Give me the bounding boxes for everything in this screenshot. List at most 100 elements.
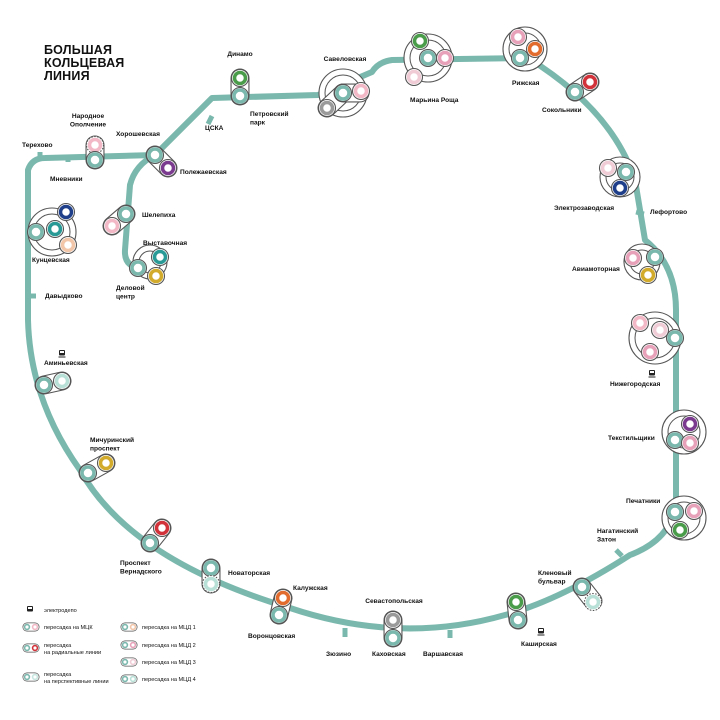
label-kuntsevskaya: Кунцевская: [32, 257, 70, 264]
station-kakhovskaya[interactable]: [383, 628, 403, 648]
station-klenovy[interactable]: [572, 577, 592, 597]
transfer-vyst-teal: [150, 247, 170, 267]
label-cska: ЦСКА: [205, 125, 224, 132]
label-kakhovskaya: Каховская: [372, 651, 406, 658]
label-dinamo: Динамо: [227, 51, 252, 58]
transfer-rizh-orange: [525, 39, 545, 59]
legend-label-depot: электродепо: [44, 608, 77, 614]
ring-line: [25, 55, 679, 638]
station-savelovskaya[interactable]: [333, 83, 353, 103]
transfer-vyst-yellow: [146, 266, 166, 286]
transfer-rizh-mcd2: [508, 27, 528, 47]
transfer-klen-mcd4: [583, 592, 603, 612]
station-narodnoe[interactable]: [85, 150, 105, 170]
transfer-shelep-mck: [102, 216, 122, 236]
label-nizhegorodskaya: Нижегородская: [610, 381, 660, 388]
transfer-elek-blue: [610, 178, 630, 198]
station-novatorskaya[interactable]: [201, 558, 221, 578]
station-vorontsovskaya[interactable]: [269, 605, 289, 625]
transfer-sav-grey: [317, 98, 337, 118]
transfer-kunts-mcd1: [58, 235, 78, 255]
label-pechatniki: Печатники: [626, 498, 660, 505]
station-tick: [614, 548, 624, 558]
label-rizhskaya: Рижская: [512, 80, 540, 87]
transfer-kunts-blue: [56, 202, 76, 222]
transfer-kakh-grey: [383, 610, 403, 630]
station-kashirskaya[interactable]: [508, 610, 528, 630]
transfer-kunts-teal: [45, 219, 65, 239]
label-varshavskaya: Варшавская: [423, 651, 463, 658]
station-michurinsky[interactable]: [78, 463, 98, 483]
station-nizhegorodskaya[interactable]: [665, 328, 685, 348]
transfer-pech-mcd2: [684, 501, 704, 521]
station-tick: [635, 209, 645, 217]
label-lefortovo: Лефортово: [650, 209, 687, 216]
legend-item-mck: пересадка на МЦК: [22, 622, 93, 632]
station-pechatniki[interactable]: [665, 502, 685, 522]
transfer-dinamo-green: [230, 68, 250, 88]
transfer-tekst-mcd2: [680, 433, 700, 453]
legend-label-mcd1: пересадка на МЦД 1: [142, 625, 196, 631]
label-shelepikha: Шелепиха: [142, 212, 176, 219]
label-zyuzino: Зюзино: [326, 651, 351, 658]
map-title: БОЛЬШАЯ КОЛЬЦЕВАЯ ЛИНИЯ: [44, 43, 125, 83]
label-vorontsovskaya: Воронцовская: [248, 633, 295, 640]
station-rizhskaya[interactable]: [510, 48, 530, 68]
transfer-narodnoe-mck: [85, 135, 105, 155]
station-vernadskogo[interactable]: [140, 533, 160, 553]
transfer-hubs: [27, 26, 707, 648]
label-davydkovo: Давыдково: [45, 293, 82, 300]
legend-item-depot: электродепо: [27, 606, 77, 614]
transfer-amin-mcd4: [52, 371, 72, 391]
label-mnevniki: Мневники: [50, 176, 83, 183]
label-terekhovo: Терехово: [22, 142, 53, 149]
transfer-nizh-mcd2: [640, 342, 660, 362]
label-polezhaevskaya: Полежаевская: [180, 169, 227, 176]
label-savelovskaya: Савеловская: [324, 56, 367, 63]
stations: [26, 27, 704, 648]
transfer-mar-green: [410, 31, 430, 51]
station-shelepikha[interactable]: [116, 204, 136, 224]
legend-item-mcd4: пересадка на МЦД 4: [120, 674, 196, 684]
legend-item-mcd2: пересадка на МЦД 2: [120, 640, 196, 650]
station-sokolniki[interactable]: [565, 82, 585, 102]
label-khoroshevskaya: Хорошевская: [116, 131, 160, 138]
label-elektrozavodskaya: Электрозаводская: [554, 205, 614, 212]
station-khoroshevskaya[interactable]: [145, 145, 165, 165]
label-tekstilshchiki: Текстильщики: [608, 435, 655, 442]
transfer-polezh-purple: [158, 158, 178, 178]
station-delovoy[interactable]: [128, 258, 148, 278]
legend-item-mcd1: пересадка на МЦД 1: [120, 622, 196, 632]
legend-label-mcd3: пересадка на МЦД 3: [142, 660, 196, 666]
transfer-tekst-purple: [680, 414, 700, 434]
transfer-elek-mcd3: [598, 158, 618, 178]
transfer-pech-green: [670, 520, 690, 540]
station-elektrozavodskaya[interactable]: [616, 162, 636, 182]
transfer-avia-mcd2: [623, 248, 643, 268]
label-sevastopolskaya: Севастопольская: [365, 598, 423, 605]
depots: [58, 350, 656, 636]
station-maryina[interactable]: [418, 48, 438, 68]
label-novatorskaya: Новаторская: [228, 570, 270, 577]
station-petrovsky[interactable]: [230, 86, 250, 106]
label-aminyevskaya: Аминьевская: [44, 360, 88, 367]
station-aminyevskaya[interactable]: [34, 375, 54, 395]
label-vystavochnaya: Выставочная: [143, 240, 187, 247]
station-kuntsevskaya[interactable]: [26, 222, 46, 242]
label-sokolniki: Сокольники: [542, 107, 582, 114]
label-maryina: Марьина Роща: [410, 97, 459, 104]
station-aviamotornaya[interactable]: [645, 247, 665, 267]
station-tick: [205, 114, 215, 126]
station-tekstilshchiki[interactable]: [665, 430, 685, 450]
